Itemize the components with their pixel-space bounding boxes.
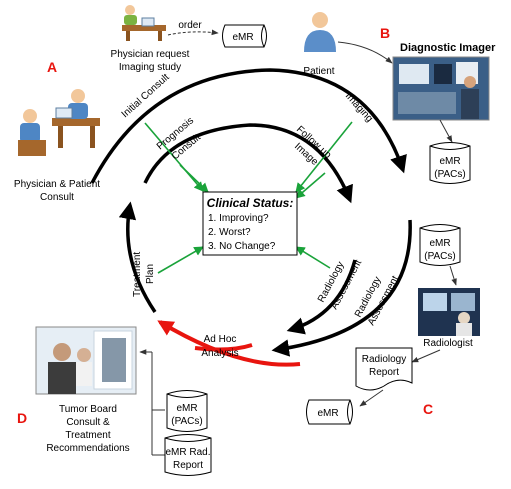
inner-cycle	[143, 123, 357, 335]
tumor-board-label: Consult &	[66, 417, 110, 428]
outer-arc-top	[90, 68, 407, 184]
patient-icon	[304, 12, 336, 52]
emr-cylinder-c	[306, 399, 353, 425]
ad-hoc-label: Ad Hoc	[204, 334, 237, 345]
emr-pacs-label-b: (PACs)	[434, 169, 465, 180]
physician-request-label: Imaging study	[119, 62, 181, 73]
clinical-status-box: Clinical Status: 1. Improving? 2. Worst?…	[202, 191, 298, 256]
tumor-board-connector	[139, 349, 165, 456]
red-arc-inner	[194, 343, 253, 352]
imaging-label: Imaging	[343, 91, 375, 125]
physician-patient-label: Physician & Patient	[14, 179, 100, 190]
patient-label: Patient	[303, 66, 334, 77]
radiologist-photo	[418, 288, 480, 336]
ad-hoc-label: Analysis	[201, 348, 238, 359]
emr-pacs-cylinder-c	[419, 224, 461, 266]
outer-cycle	[90, 68, 412, 357]
emr-to-radiologist-arrow	[449, 265, 457, 286]
green-arrow-follow-up	[295, 172, 326, 199]
clinical-status-title: Clinical Status:	[207, 196, 294, 210]
emr-pacs-label-d: eMR	[176, 403, 197, 414]
diagnostic-imager-label: Diagnostic Imager	[400, 42, 496, 54]
tumor-board-label: Recommendations	[46, 443, 129, 454]
clinical-status-item: 3. No Change?	[208, 241, 276, 252]
inner-arc-top	[143, 123, 353, 204]
ad-hoc-arcs	[157, 320, 301, 367]
green-arrow-initial	[144, 122, 204, 192]
report-to-emr-arrow	[359, 389, 384, 407]
emr-pacs-cylinder-d	[166, 390, 208, 432]
physician-request-illustration	[122, 5, 166, 41]
order-label: order	[178, 20, 202, 31]
tumor-board-photo	[35, 326, 137, 395]
diagnostic-imager-photo	[392, 56, 490, 121]
patient-to-imager-arrow	[337, 41, 393, 64]
treatment-plan-label: Treatment	[132, 252, 143, 297]
radiology-report-label: Report	[369, 367, 399, 378]
outer-arc-right	[271, 219, 412, 357]
radiologist-label: Radiologist	[423, 338, 473, 349]
green-arrow-imaging	[295, 121, 353, 193]
physician-patient-illustration	[18, 89, 100, 156]
imager-to-emr-arrow	[439, 119, 453, 143]
tumor-board-label: Treatment	[65, 430, 110, 441]
status-arrows	[144, 121, 353, 274]
radiology-report-document	[355, 347, 413, 391]
physician-patient-label: Consult	[40, 192, 74, 203]
emr-pacs-label-d: (PACs)	[171, 416, 202, 427]
emr-pacs-cylinder-b	[429, 142, 471, 184]
green-arrow-prognosis	[179, 164, 209, 193]
green-arrow-radiology	[295, 246, 331, 269]
section-letter-c: C	[423, 401, 433, 417]
emr-rad-report-cylinder	[164, 434, 212, 476]
green-arrow-treatment	[157, 246, 204, 274]
red-arc-outer	[157, 320, 301, 367]
section-letter-d: D	[17, 410, 27, 426]
emr-label-c: eMR	[317, 408, 338, 419]
emr-pacs-label-b: eMR	[439, 156, 460, 167]
treatment-plan-label: Plan	[145, 264, 156, 284]
emr-cylinder-top	[222, 24, 267, 48]
radiology-report-label: Radiology	[362, 354, 406, 365]
clinical-status-item: 1. Improving?	[208, 213, 269, 224]
emr-pacs-label-c: eMR	[429, 238, 450, 249]
outer-arc-left	[118, 201, 157, 313]
emr-pacs-label-c: (PACs)	[424, 251, 455, 262]
section-letter-a: A	[47, 59, 57, 75]
section-letter-b: B	[380, 25, 390, 41]
physician-request-label: Physician request	[111, 49, 190, 60]
emr-label-top: eMR	[232, 32, 253, 43]
order-arrow	[167, 29, 219, 36]
inner-arc-bottom	[286, 259, 357, 335]
tumor-board-label: Tumor Board	[59, 404, 117, 415]
radiologist-to-report-arrow	[411, 349, 441, 363]
clinical-status-item: 2. Worst?	[208, 227, 251, 238]
emr-rad-report-label: eMR Rad.	[165, 447, 210, 458]
emr-rad-report-label: Report	[173, 460, 203, 471]
